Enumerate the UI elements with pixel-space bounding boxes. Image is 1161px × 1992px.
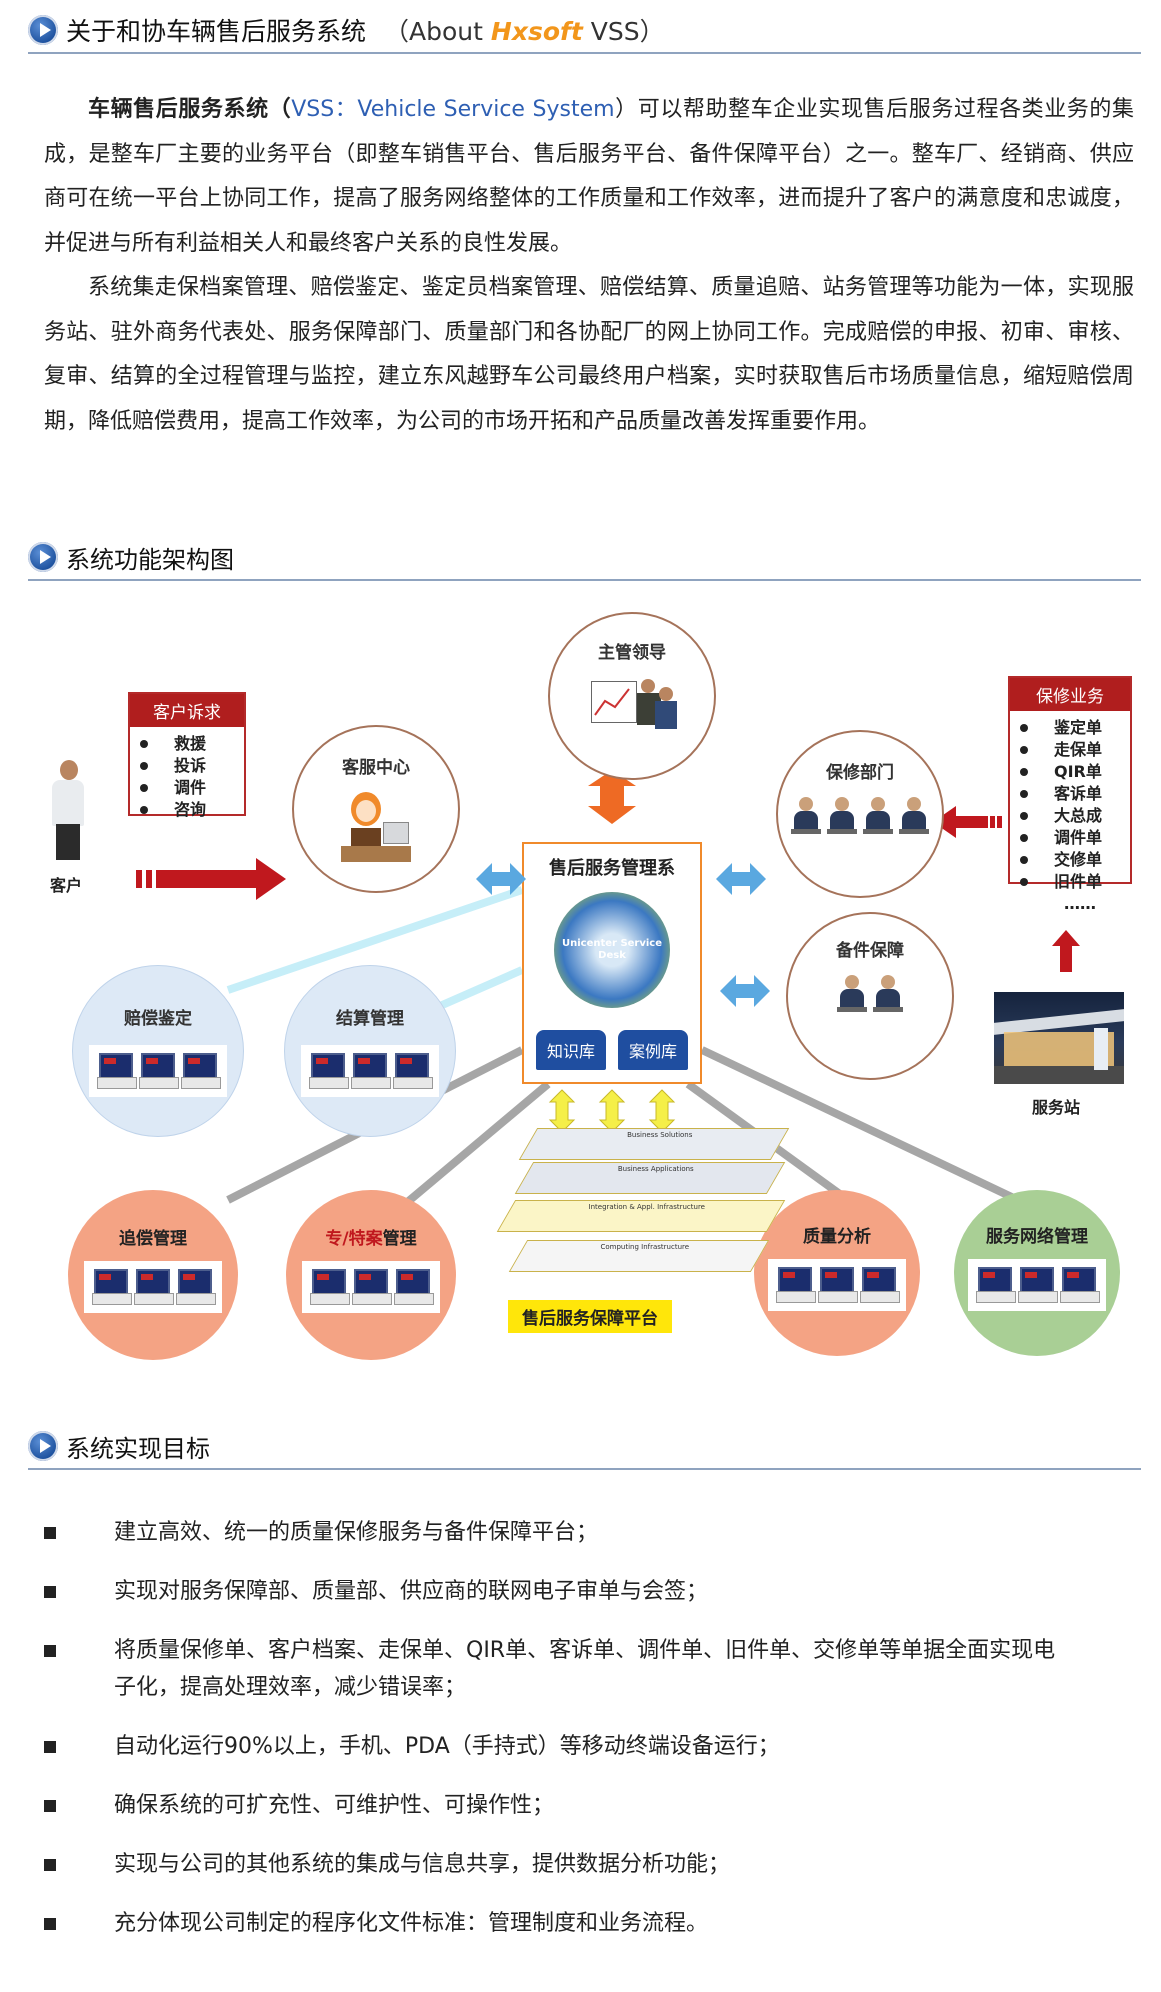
settlement-management: 结算管理	[284, 965, 456, 1137]
list-item-more: ……	[1064, 894, 1096, 913]
square-bullet-icon	[44, 1586, 56, 1598]
goal-item: 实现对服务保障部、质量部、供应商的联网电子审单与会签；	[44, 1573, 1134, 1610]
play-bullet-icon	[28, 15, 58, 45]
about-header: 关于和协车辆售后服务系统 （About Hxsoft VSS）	[28, 8, 1141, 54]
knowledge-base: 知识库	[536, 1030, 606, 1070]
square-bullet-icon	[44, 1800, 56, 1812]
warranty-business-box: 保修业务 鉴定单 走保单 QIR单 客诉单 大总成 调件单 交修单 旧件单 ……	[1008, 676, 1132, 913]
goal-item: 确保系统的可扩充性、可维护性、可操作性；	[44, 1787, 1134, 1824]
about-en-title: （About Hxsoft VSS）	[384, 17, 665, 46]
bidirectional-arrow-icon	[720, 975, 770, 1007]
goal-item: 实现与公司的其他系统的集成与信息共享，提供数据分析功能；	[44, 1846, 1134, 1883]
list-item: QIR单	[1020, 761, 1120, 783]
list-item: 大总成	[1020, 805, 1120, 827]
list-item: 走保单	[1020, 739, 1120, 761]
platform-stack: Business Solutions Business Applications…	[468, 1128, 790, 1288]
goal-item: 充分体现公司制定的程序化文件标准：管理制度和业务流程。	[44, 1905, 1134, 1942]
goal-item: 建立高效、统一的质量保修服务与备件保障平台；	[44, 1514, 1134, 1551]
customer-icon	[46, 760, 90, 860]
service-network-management: 服务网络管理	[954, 1190, 1120, 1356]
square-bullet-icon	[44, 1859, 56, 1871]
square-bullet-icon	[44, 1741, 56, 1753]
layer-computing: Computing Infrastructure	[508, 1240, 770, 1272]
leader-chart-icon	[587, 673, 677, 733]
service-agent-icon	[341, 786, 411, 866]
service-desk-logo: Unicenter Service Desk	[554, 892, 670, 1008]
aftersales-management-system: 售后服务管理系 Unicenter Service Desk 知识库 案例库	[522, 842, 702, 1084]
square-bullet-icon	[44, 1527, 56, 1539]
case-base: 案例库	[618, 1030, 688, 1070]
list-item: 鉴定单	[1020, 717, 1120, 739]
intro-paragraph-1: 车辆售后服务系统（VSS：Vehicle Service System）可以帮助…	[44, 97, 1134, 256]
about-title: 关于和协车辆售后服务系统	[66, 17, 367, 46]
computers-icon	[968, 1259, 1106, 1311]
bidirectional-arrow-icon	[716, 863, 766, 895]
goal-item: 自动化运行90%以上，手机、PDA（手持式）等移动终端设备运行；	[44, 1728, 1134, 1765]
special-case-management: 专/特案管理	[286, 1190, 456, 1360]
service-station-image	[994, 992, 1124, 1084]
list-item: 咨询	[140, 799, 234, 821]
list-item: 交修单	[1020, 849, 1120, 871]
service-station-label: 服务站	[1032, 1098, 1081, 1117]
quality-analysis: 质量分析	[754, 1190, 920, 1356]
computers-icon	[89, 1045, 227, 1097]
bidirectional-arrow-icon	[476, 863, 526, 895]
goal-item: 将质量保修单、客户档案、走保单、QIR单、客诉单、调件单、旧件单、交修单等单据全…	[44, 1632, 1134, 1706]
computers-icon	[302, 1261, 440, 1313]
goals-header: 系统实现目标	[28, 1424, 1141, 1470]
computers-icon	[301, 1045, 439, 1097]
list-item: 旧件单	[1020, 871, 1120, 893]
computers-icon	[768, 1259, 906, 1311]
play-bullet-icon	[28, 542, 58, 572]
customer-label: 客户	[50, 876, 83, 895]
layer-integration: Integration & Appl. Infrastructure	[496, 1200, 786, 1232]
architecture-header: 系统功能架构图	[28, 535, 1141, 581]
spare-parts-support: 备件保障	[786, 912, 954, 1080]
play-bullet-icon	[28, 1431, 58, 1461]
square-bullet-icon	[44, 1918, 56, 1930]
supervisor-leader: 主管领导	[548, 612, 716, 780]
list-item: 投诉	[140, 755, 234, 777]
computers-icon	[84, 1261, 222, 1313]
intro-paragraph-2: 系统集走保档案管理、赔偿鉴定、鉴定员档案管理、赔偿结算、质量追赔、站务管理等功能…	[44, 275, 1134, 434]
platform-label: 售后服务保障平台	[508, 1300, 672, 1333]
square-bullet-icon	[44, 1645, 56, 1657]
layer-business-applications: Business Applications	[514, 1162, 786, 1194]
operators-icon	[837, 975, 903, 1025]
list-item: 救援	[140, 733, 234, 755]
architecture-diagram: 客户 客户诉求 救援 投诉 调件 咨询 客服中心 主管领导	[28, 612, 1141, 1380]
intro-text: 车辆售后服务系统（VSS：Vehicle Service System）可以帮助…	[44, 88, 1134, 444]
customer-request-box: 客户诉求 救援 投诉 调件 咨询	[128, 692, 246, 819]
operators-icon	[791, 797, 929, 847]
warranty-department: 保修部门	[776, 730, 944, 898]
goals-list: 建立高效、统一的质量保修服务与备件保障平台； 实现对服务保障部、质量部、供应商的…	[44, 1514, 1134, 1964]
claim-appraisal: 赔偿鉴定	[72, 965, 244, 1137]
list-item: 调件单	[1020, 827, 1120, 849]
recovery-management: 追偿管理	[68, 1190, 238, 1360]
layer-business-solutions: Business Solutions	[518, 1128, 790, 1160]
list-item: 客诉单	[1020, 783, 1120, 805]
hxsoft-logo: Hxsoft	[490, 17, 583, 46]
customer-service-center: 客服中心	[292, 725, 460, 893]
list-item: 调件	[140, 777, 234, 799]
